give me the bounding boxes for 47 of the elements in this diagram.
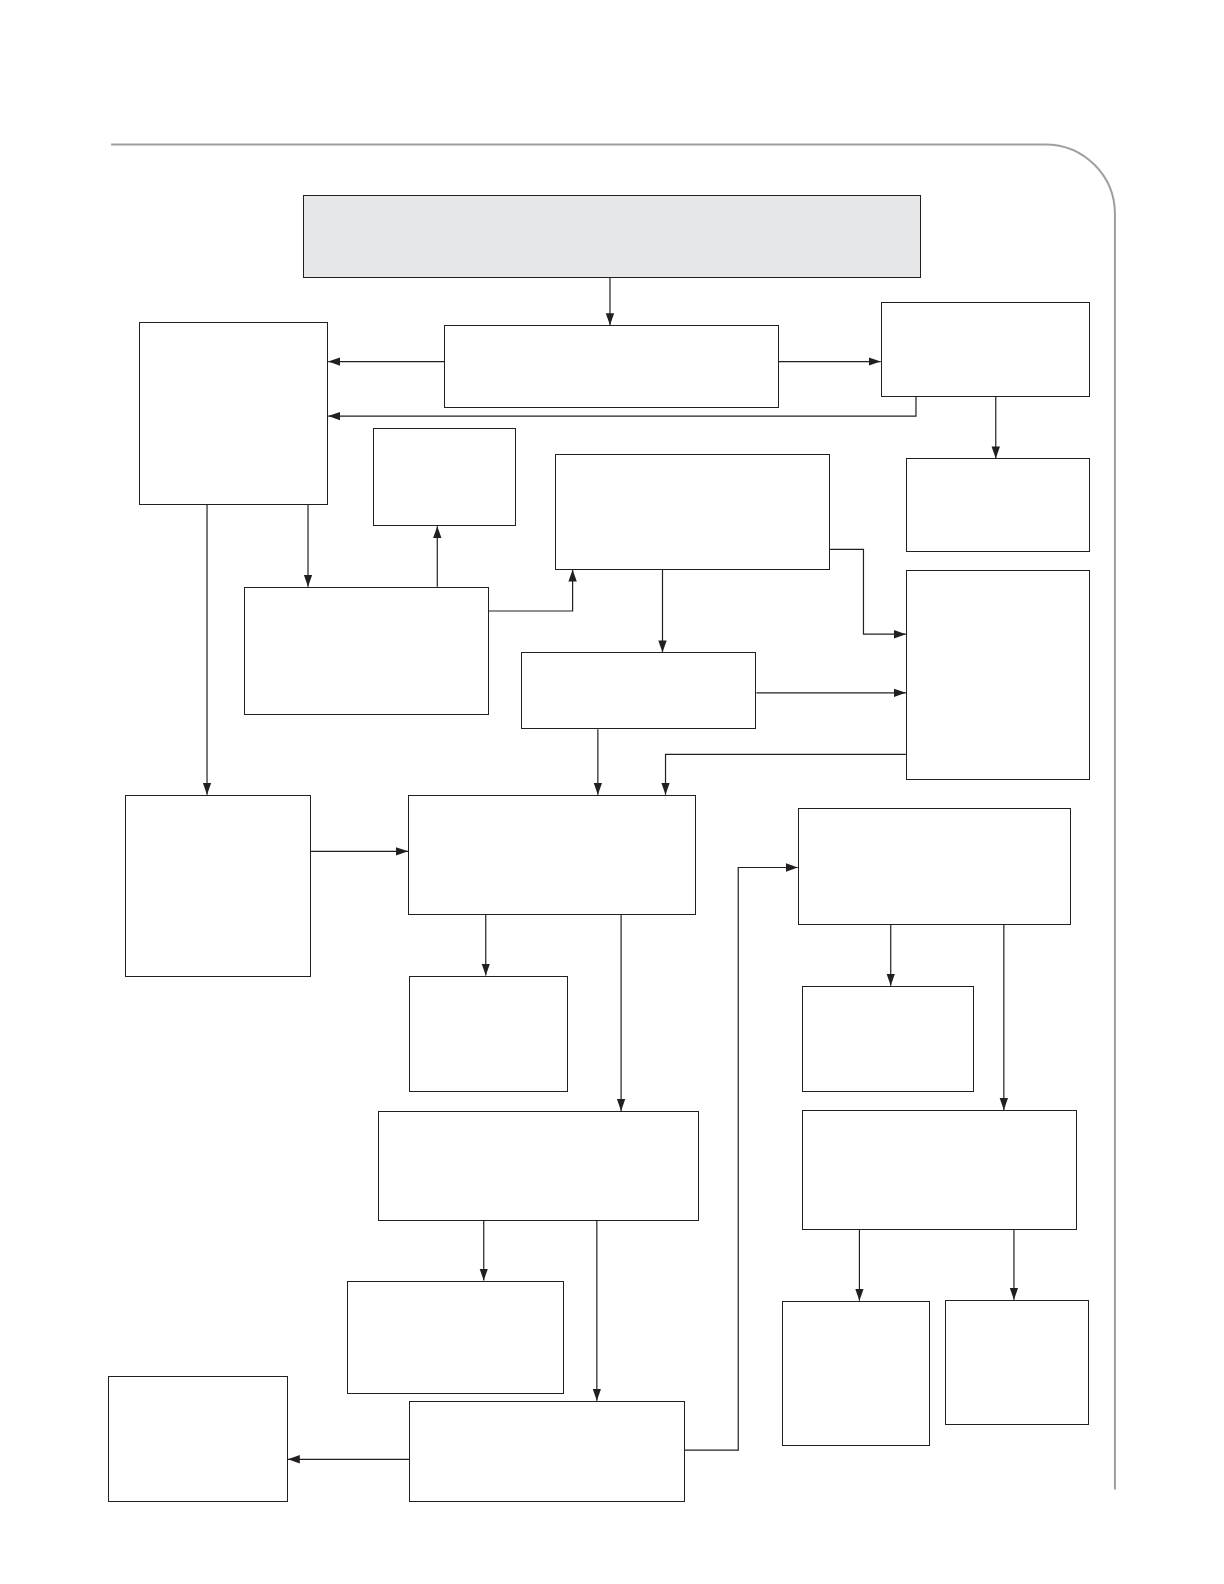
process-box bbox=[377, 1110, 699, 1221]
arrow bbox=[202, 504, 212, 796]
process-box bbox=[408, 794, 696, 915]
process-box bbox=[347, 1280, 564, 1394]
process-box bbox=[125, 794, 312, 977]
process-box bbox=[139, 322, 329, 505]
arrow bbox=[605, 277, 615, 326]
process-box bbox=[244, 586, 489, 715]
arrow bbox=[327, 357, 445, 366]
arrow bbox=[303, 504, 313, 588]
arrow bbox=[778, 357, 882, 366]
process-box bbox=[521, 652, 757, 730]
process-box bbox=[444, 325, 779, 408]
process-box bbox=[880, 301, 1090, 397]
process-box bbox=[801, 1109, 1077, 1231]
process-box bbox=[905, 569, 1090, 780]
arrow bbox=[287, 1455, 410, 1464]
process-box bbox=[108, 1376, 288, 1502]
process-box bbox=[945, 1299, 1089, 1425]
arrow bbox=[658, 569, 667, 653]
arrow bbox=[327, 396, 917, 421]
arrow bbox=[481, 914, 490, 977]
process-box bbox=[372, 428, 517, 527]
process-box bbox=[781, 1300, 931, 1447]
process-box bbox=[409, 1400, 685, 1502]
arrow bbox=[999, 924, 1009, 1111]
arrow bbox=[829, 548, 907, 639]
process-box bbox=[797, 807, 1072, 926]
arrow bbox=[886, 924, 895, 987]
arrow bbox=[310, 847, 409, 856]
arrow bbox=[755, 688, 907, 697]
process-box bbox=[801, 985, 974, 1092]
arrow bbox=[1009, 1229, 1019, 1301]
arrow bbox=[661, 753, 907, 796]
process-box bbox=[555, 454, 831, 570]
arrow bbox=[991, 396, 1000, 460]
arrow bbox=[593, 728, 603, 796]
arrow bbox=[479, 1220, 488, 1282]
arrow bbox=[855, 1229, 864, 1302]
arrow bbox=[684, 863, 799, 1451]
process-box bbox=[905, 458, 1090, 553]
arrow bbox=[616, 914, 626, 1112]
arrow bbox=[592, 1220, 602, 1402]
arrow bbox=[433, 525, 442, 588]
arrow bbox=[488, 569, 577, 612]
process-box bbox=[409, 975, 568, 1092]
process-box bbox=[302, 194, 921, 278]
